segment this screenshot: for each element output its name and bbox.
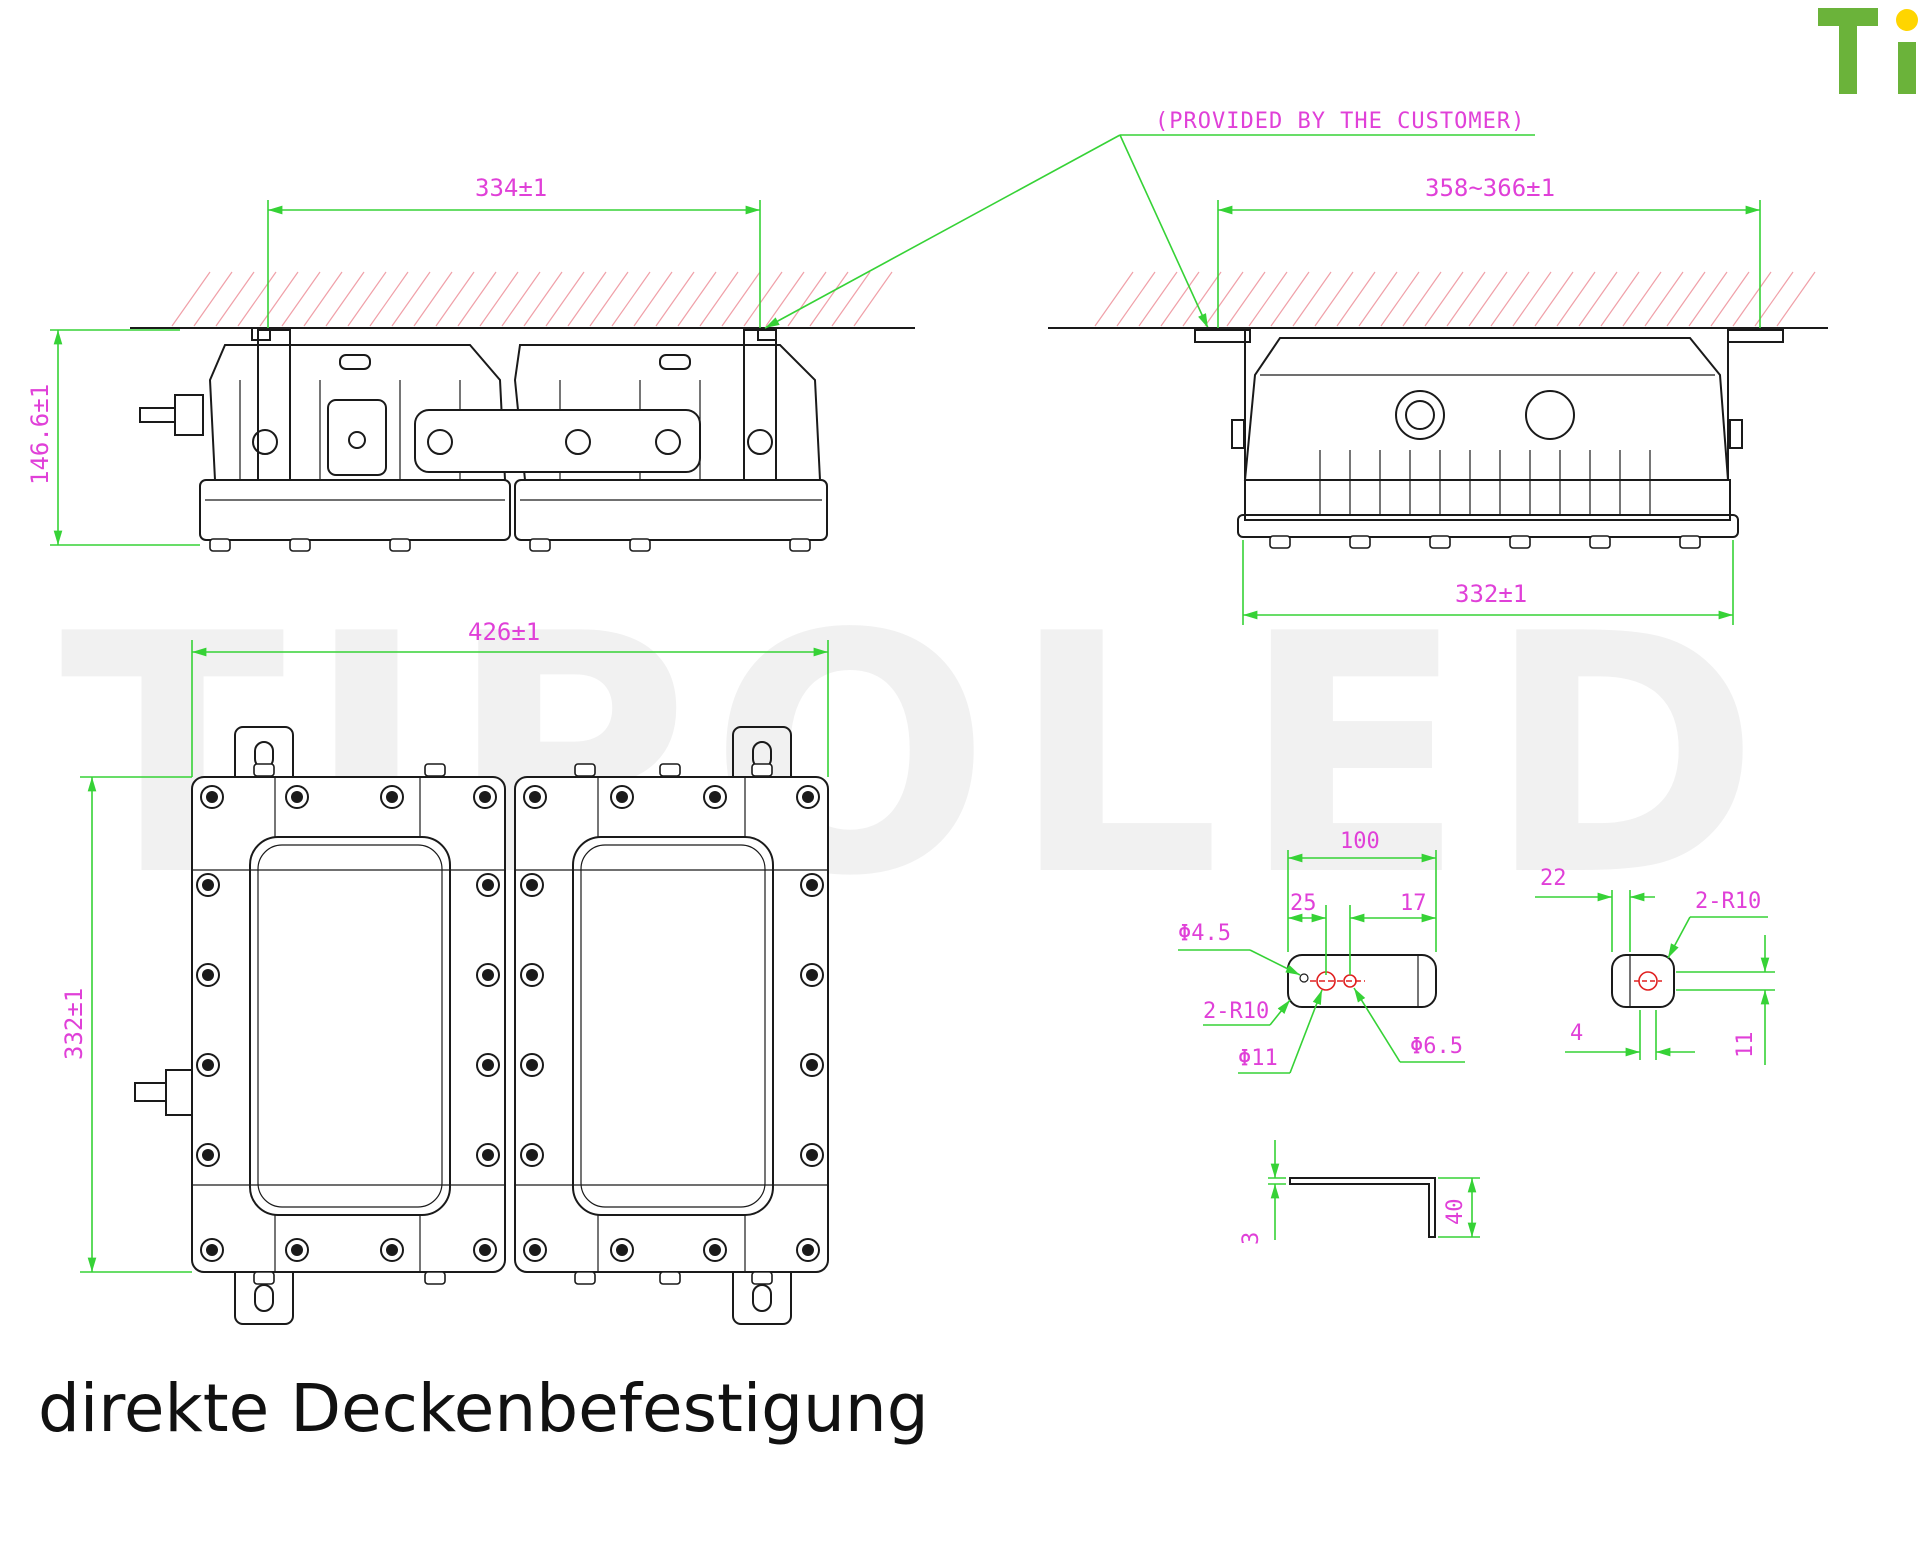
bracket-detail-profile: 3 40 [1239, 1140, 1480, 1245]
hatch-line [479, 271, 519, 327]
hatch-line [1446, 271, 1486, 327]
hatch-line [325, 271, 365, 327]
hatch-line [369, 271, 409, 327]
hatch-line [1094, 271, 1134, 327]
dim-front-width: 334±1 [475, 174, 547, 202]
hatch-line [611, 271, 651, 327]
hatch-line [303, 271, 343, 327]
hatch-line [1754, 271, 1794, 327]
dim-side-bottom: 332±1 [1455, 580, 1527, 608]
hatch-line [1160, 271, 1200, 327]
hatch-line [1468, 271, 1508, 327]
note-provided-by-customer: (PROVIDED BY THE CUSTOMER) [1155, 109, 1525, 134]
hatch-line [1644, 271, 1684, 327]
hatch-line [655, 271, 695, 327]
hatch-line [721, 271, 761, 327]
hatch-line [743, 271, 783, 327]
bracket-detail-top: 100 25 17 Φ4.5 2-R10 Φ11 Φ6.5 [1178, 829, 1465, 1074]
hatch-line [1512, 271, 1552, 327]
hatch-line [633, 271, 673, 327]
dim-top-height: 332±1 [60, 988, 88, 1060]
hatch-line [1358, 271, 1398, 327]
side-view: 358~366±1 332±1 [1048, 174, 1828, 625]
dim-top-width: 426±1 [468, 618, 540, 646]
dim-thickness: 3 [1239, 1232, 1264, 1245]
dim-bracket-end-offset: 17 [1400, 891, 1427, 916]
hatch-line [1666, 271, 1706, 327]
dim-side-height: 146.6±1 [26, 384, 54, 485]
hatch-line [1182, 271, 1222, 327]
dim-bracket-hole-offset: 25 [1290, 891, 1317, 916]
dim-side-range: 358~366±1 [1425, 174, 1555, 202]
hatch-line [347, 271, 387, 327]
hatch-line [413, 271, 453, 327]
hatch-lines [171, 271, 893, 327]
hatch-line [215, 271, 255, 327]
hatch-line [1556, 271, 1596, 327]
hatch-lines [1094, 271, 1816, 327]
hatch-line [1600, 271, 1640, 327]
hatch-line [765, 271, 805, 327]
hatch-line [1292, 271, 1332, 327]
hatch-line [1776, 271, 1816, 327]
hatch-line [1622, 271, 1662, 327]
top-view: 426±1 332±1 [60, 618, 829, 1325]
hatch-line [1534, 271, 1574, 327]
hatch-line [1248, 271, 1288, 327]
dim-leg-height: 40 [1443, 1199, 1468, 1226]
hatch-line [171, 271, 211, 327]
dim-side-depth: 11 [1733, 1032, 1758, 1059]
hatch-line [237, 271, 277, 327]
dim-hole-small: Φ4.5 [1178, 921, 1231, 946]
hatch-line [567, 271, 607, 327]
hatch-line [1138, 271, 1178, 327]
dim-hole-mid: Φ6.5 [1410, 1034, 1463, 1059]
hatch-line [1270, 271, 1310, 327]
hatch-line [1380, 271, 1420, 327]
hatch-line [1424, 271, 1464, 327]
hatch-line [831, 271, 871, 327]
hatch-line [1732, 271, 1772, 327]
dim-corner-radius: 2-R10 [1203, 999, 1269, 1024]
hatch-line [1402, 271, 1442, 327]
hatch-line [391, 271, 431, 327]
hatch-line [501, 271, 541, 327]
hatch-line [1116, 271, 1156, 327]
dim-side-slot: 4 [1570, 1021, 1583, 1046]
dim-bracket-length: 100 [1340, 829, 1380, 854]
hatch-line [809, 271, 849, 327]
hatch-line [259, 271, 299, 327]
hatch-line [1578, 271, 1618, 327]
hatch-line [1204, 271, 1244, 327]
hatch-line [1226, 271, 1266, 327]
front-view: 334±1 146.6±1 [26, 174, 915, 552]
dim-hole-large: Φ11 [1238, 1046, 1278, 1071]
hatch-line [677, 271, 717, 327]
hatch-line [1710, 271, 1750, 327]
hatch-line [545, 271, 585, 327]
hatch-line [589, 271, 629, 327]
hatch-line [457, 271, 497, 327]
bracket-detail-side: 22 2-R10 4 11 [1535, 866, 1775, 1065]
dim-side-width: 22 [1540, 866, 1567, 891]
hatch-line [435, 271, 475, 327]
hatch-line [1314, 271, 1354, 327]
hatch-line [699, 271, 739, 327]
hatch-line [193, 271, 233, 327]
dim-side-radius: 2-R10 [1695, 889, 1761, 914]
hatch-line [787, 271, 827, 327]
hatch-line [853, 271, 893, 327]
hatch-line [1490, 271, 1530, 327]
brand-logo [1818, 8, 1918, 94]
hatch-line [281, 271, 321, 327]
hatch-line [1688, 271, 1728, 327]
hatch-line [1336, 271, 1376, 327]
hatch-line [523, 271, 563, 327]
caption: direkte Deckenbefestigung [38, 1370, 929, 1447]
